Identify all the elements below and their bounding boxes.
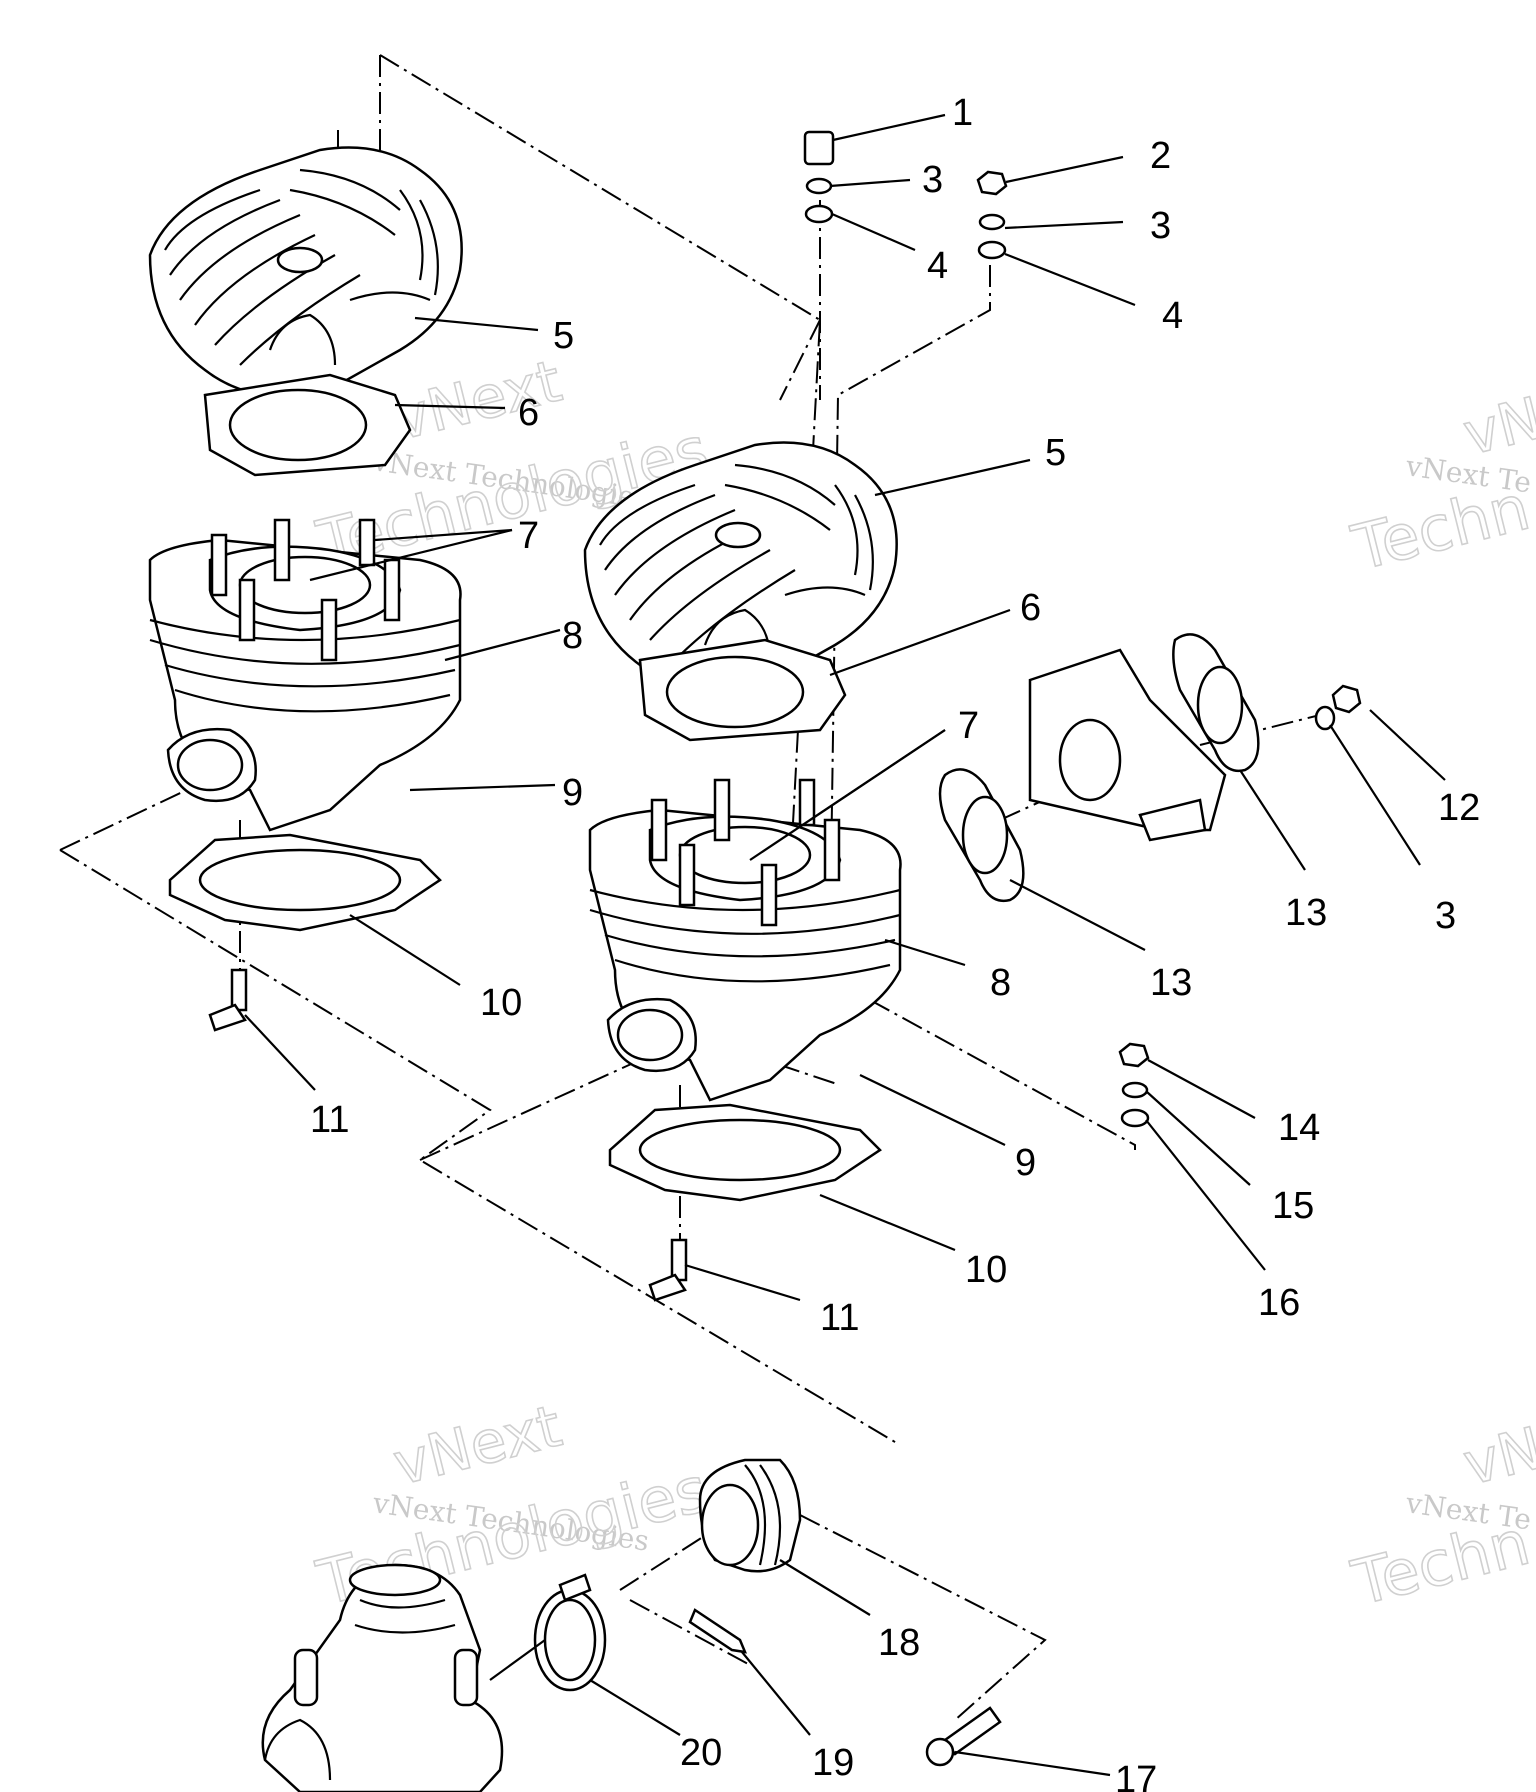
callout-11: 11 — [310, 1099, 349, 1141]
callout-14: 14 — [1278, 1107, 1320, 1149]
callout-17: 17 — [1115, 1759, 1157, 1792]
callout-20: 20 — [680, 1732, 722, 1774]
carburetor — [261, 1563, 504, 1792]
head-gasket-right — [638, 638, 847, 742]
exhaust-nut — [1314, 684, 1362, 731]
callout-9: 9 — [562, 772, 583, 814]
callout-13: 13 — [1150, 962, 1192, 1004]
callout-8: 8 — [990, 962, 1011, 1004]
cylinder-head-left — [148, 146, 463, 399]
callout-labels: 1 2 3 3 4 4 5 5 6 6 7 7 8 8 9 9 10 10 11… — [310, 92, 1480, 1792]
fitting-left — [208, 968, 248, 1032]
callout-2: 2 — [1150, 135, 1171, 177]
watermark-brand-partial: vNe — [1457, 1405, 1536, 1498]
screw-upper — [688, 1608, 748, 1654]
cylinder-head-right — [583, 441, 898, 694]
hardware-stack-center — [803, 130, 835, 224]
cylinder-right — [588, 808, 902, 1102]
watermark-brand-partial: vNe — [1457, 375, 1536, 468]
callout-8: 8 — [562, 615, 583, 657]
intake-boot — [698, 1458, 802, 1573]
callout-4: 4 — [927, 245, 948, 287]
callout-16: 16 — [1258, 1282, 1300, 1324]
callout-6: 6 — [518, 392, 539, 434]
head-gasket-left — [203, 373, 412, 477]
callout-3: 3 — [1435, 895, 1456, 937]
callout-5: 5 — [1045, 432, 1066, 474]
callout-7: 7 — [518, 515, 539, 557]
leader-lines — [244, 113, 1446, 1777]
callout-6: 6 — [1020, 587, 1041, 629]
base-gasket-left — [168, 833, 442, 932]
callout-4: 4 — [1162, 295, 1183, 337]
callout-9: 9 — [1015, 1142, 1036, 1184]
callout-15: 15 — [1272, 1185, 1314, 1227]
base-gasket-right — [608, 1103, 882, 1202]
callout-5: 5 — [553, 315, 574, 357]
bolt-lower — [925, 1706, 1002, 1767]
watermark-group: vNext vNext Technologies Technologies vN… — [309, 346, 1536, 1621]
hardware-stack-right — [976, 170, 1008, 260]
callout-19: 19 — [812, 1742, 854, 1784]
callout-1: 1 — [952, 92, 973, 134]
exhaust-bracket — [1028, 648, 1227, 842]
watermark-brand: vNext — [387, 347, 568, 454]
callout-3: 3 — [1150, 205, 1171, 247]
watermark-brand: vNext — [387, 1392, 568, 1499]
cylinder-left — [148, 538, 462, 832]
hardware-stack-lower — [1118, 1042, 1150, 1128]
callout-11: 11 — [820, 1297, 859, 1339]
watermark-word-partial: Techn — [1345, 471, 1536, 585]
callout-10: 10 — [965, 1249, 1007, 1291]
callout-18: 18 — [878, 1622, 920, 1664]
fitting-right — [648, 1238, 688, 1302]
callout-10: 10 — [480, 982, 522, 1024]
callout-12: 12 — [1438, 787, 1480, 829]
callout-7: 7 — [958, 705, 979, 747]
callout-3: 3 — [922, 159, 943, 201]
hose-clamp — [533, 1573, 607, 1692]
exhaust-gasket-lower — [938, 768, 1025, 903]
exhaust-gasket-upper — [1172, 633, 1260, 773]
cylinder-studs-right — [650, 778, 841, 927]
cylinder-studs-left — [210, 518, 401, 662]
callout-13: 13 — [1285, 892, 1327, 934]
